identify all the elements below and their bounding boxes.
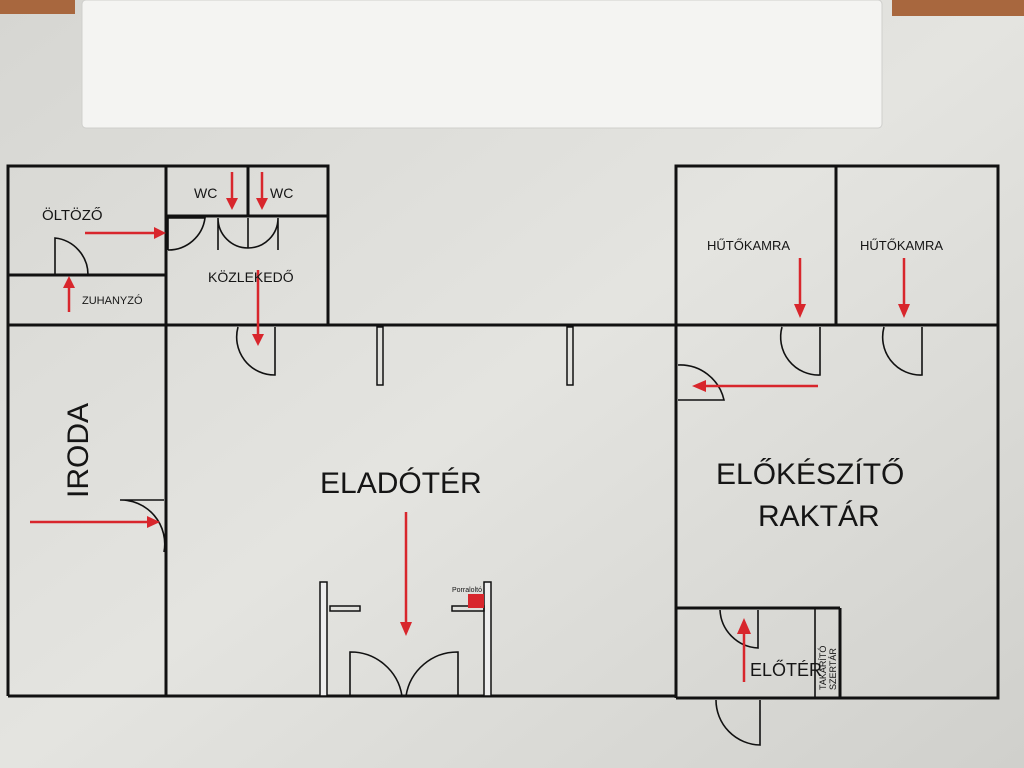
room-elokeszito: ELŐKÉSZÍTŐ xyxy=(716,458,904,491)
plastic-holder xyxy=(81,0,883,129)
room-eloter: ELŐTÉR xyxy=(750,659,822,680)
walls xyxy=(6,164,1000,700)
room-raktar: RAKTÁR xyxy=(758,500,880,533)
doors xyxy=(54,217,923,746)
room-takarito: TAKARÍTÓ xyxy=(818,646,828,690)
room-hutokamra-2: HŰTŐKAMRA xyxy=(860,238,943,253)
room-wc-2: WC xyxy=(270,185,293,201)
room-wc-1: WC xyxy=(194,185,217,201)
room-eladoter: ELADÓTÉR xyxy=(320,467,482,500)
escape-arrows xyxy=(30,172,910,682)
fire-extinguisher-marker xyxy=(468,594,484,608)
wood-edge-left xyxy=(0,0,75,14)
room-hutokamra-1: HŰTŐKAMRA xyxy=(707,238,790,253)
room-kozlekedo: KÖZLEKEDŐ xyxy=(208,268,294,285)
room-zuhanyzo: ZUHANYZÓ xyxy=(82,294,143,307)
extinguisher-label: Porraloltó xyxy=(452,587,482,594)
wood-edge-right xyxy=(892,0,1024,16)
room-labels: ÖLTÖZŐ ZUHANYZÓ WC WC KÖZLEKEDŐ IRODA EL… xyxy=(42,185,943,690)
room-szertar: SZERTÁR xyxy=(828,648,838,690)
room-oltozo: ÖLTÖZŐ xyxy=(42,206,103,224)
room-iroda: IRODA xyxy=(62,403,95,498)
